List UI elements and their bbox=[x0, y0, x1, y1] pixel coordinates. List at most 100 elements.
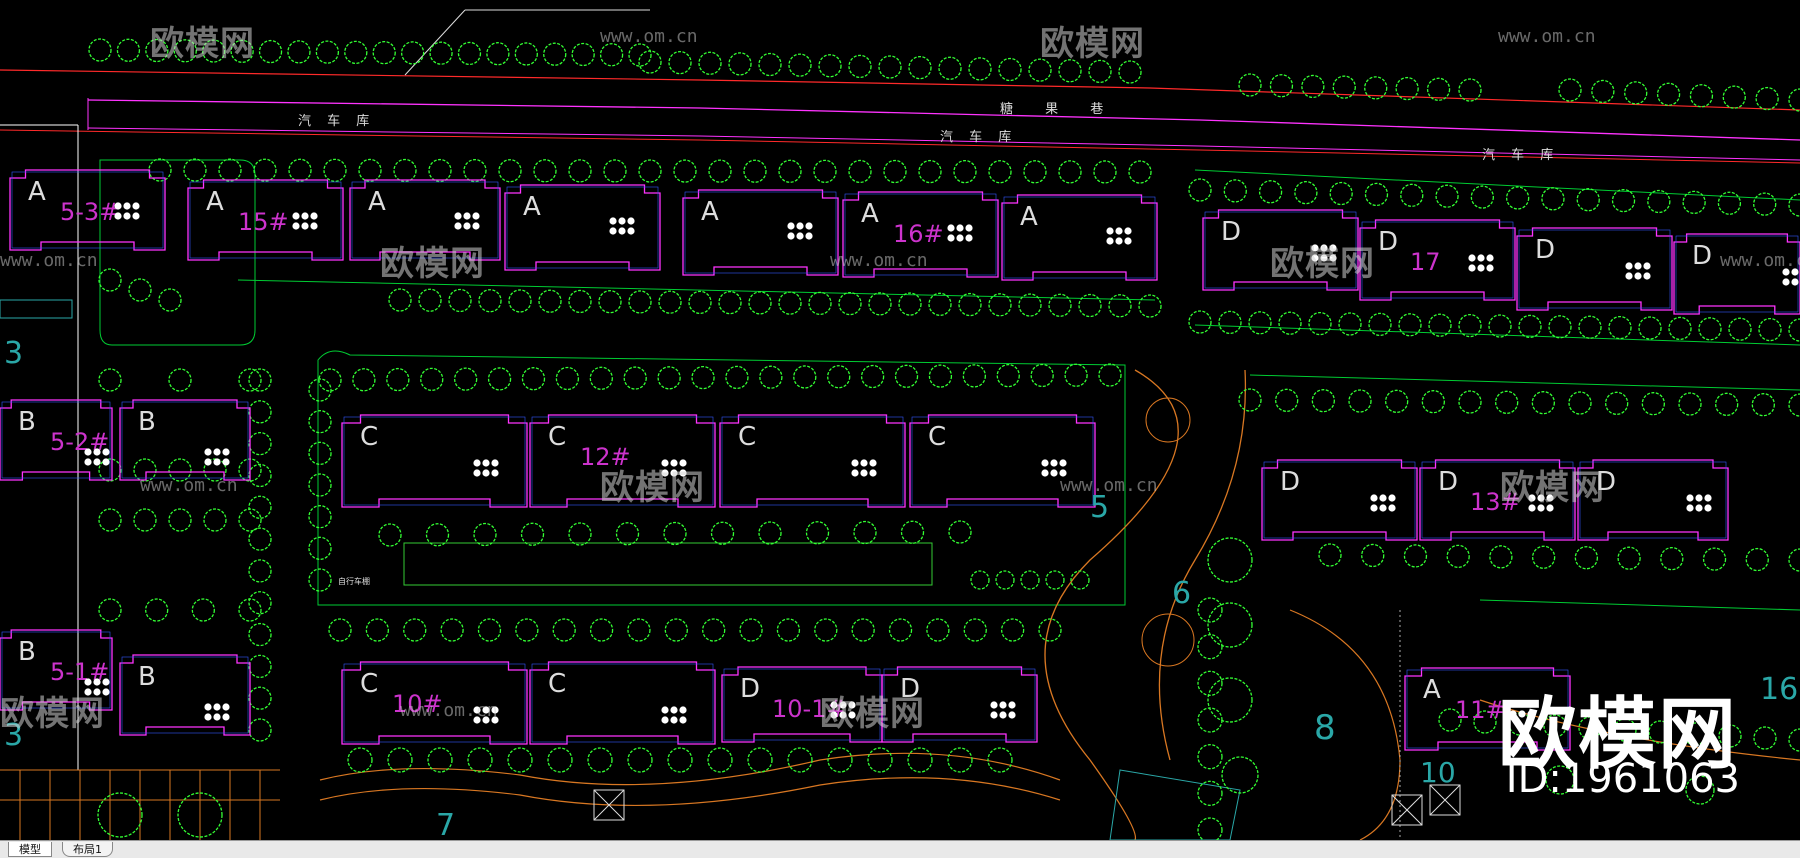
tree-symbol bbox=[1138, 294, 1162, 318]
zone-number: 6 bbox=[1172, 576, 1192, 611]
building-inner-outline bbox=[343, 663, 526, 743]
tree-symbol bbox=[1318, 543, 1342, 567]
tab-layout-1[interactable]: 布局1 bbox=[62, 842, 113, 857]
tab-model[interactable]: 模型 bbox=[8, 842, 52, 857]
tree-symbol bbox=[657, 366, 681, 390]
stair-core-dot bbox=[839, 701, 847, 709]
stair-core-dot bbox=[670, 706, 678, 714]
tree-symbol bbox=[1426, 77, 1451, 101]
building-unit-label: 11# bbox=[1455, 696, 1506, 724]
tree-symbol bbox=[238, 368, 262, 392]
tree-symbol bbox=[907, 747, 933, 773]
stair-core-dot bbox=[84, 678, 92, 686]
tree-symbol bbox=[173, 39, 197, 63]
tree-symbol bbox=[1078, 293, 1102, 318]
building-footprint bbox=[1673, 233, 1800, 315]
building-type-label: D bbox=[1378, 227, 1398, 257]
stair-core-dot bbox=[123, 202, 131, 210]
tree-symbol bbox=[238, 508, 262, 532]
stair-core-dot bbox=[1695, 494, 1703, 502]
stair-core-dot bbox=[661, 469, 669, 477]
stair-core-dot bbox=[670, 459, 678, 467]
tree-symbol bbox=[953, 159, 977, 184]
stair-core-dot bbox=[472, 212, 480, 220]
tree-symbol bbox=[808, 291, 832, 316]
tree-symbol bbox=[218, 158, 242, 182]
tree-symbol bbox=[1647, 189, 1671, 214]
stair-core-dot bbox=[1059, 459, 1067, 467]
building-type-label: C bbox=[360, 422, 378, 452]
tree-symbol bbox=[814, 618, 838, 642]
tree-symbol bbox=[1758, 317, 1782, 342]
tree-symbol bbox=[568, 522, 592, 546]
tree-symbol bbox=[344, 40, 368, 65]
stair-core-dot bbox=[93, 688, 101, 696]
stair-core-dot bbox=[1527, 700, 1535, 708]
building-type-label: D bbox=[1280, 467, 1300, 497]
tree-symbol bbox=[1446, 544, 1470, 569]
tree-symbol bbox=[543, 42, 567, 66]
building-footprint bbox=[0, 629, 113, 711]
stair-core-dot bbox=[670, 716, 678, 724]
tree-symbol bbox=[1611, 188, 1636, 213]
tree-symbol bbox=[947, 747, 973, 773]
building-footprint bbox=[1419, 459, 1576, 541]
stair-core-dot bbox=[1509, 700, 1517, 708]
tree-symbol bbox=[1728, 317, 1752, 341]
building-inner-outline bbox=[1263, 461, 1416, 539]
tree-symbol bbox=[1638, 316, 1662, 340]
tree-symbol bbox=[1197, 634, 1223, 660]
tree-symbol bbox=[1348, 389, 1372, 413]
building-footprint bbox=[719, 414, 906, 508]
building-footprint bbox=[349, 179, 501, 261]
tree-symbol bbox=[177, 792, 223, 838]
tree-symbol bbox=[1458, 390, 1482, 414]
stair-core-dot bbox=[627, 217, 635, 225]
tree-symbol bbox=[1518, 314, 1542, 339]
tree-symbol bbox=[1207, 537, 1253, 583]
tree-symbol bbox=[1188, 178, 1212, 202]
stair-core-dot bbox=[1059, 469, 1067, 477]
tree-symbol bbox=[1207, 602, 1253, 648]
tree-symbol bbox=[1722, 85, 1746, 109]
stair-core-dot bbox=[114, 202, 122, 210]
tree-symbol bbox=[1558, 78, 1582, 102]
building-inner-outline bbox=[1, 631, 111, 709]
stair-core-dot bbox=[860, 459, 868, 467]
building-inner-outline bbox=[121, 401, 249, 479]
tree-symbol bbox=[1545, 765, 1575, 795]
stair-core-dot bbox=[1115, 227, 1123, 235]
tree-symbol bbox=[788, 53, 812, 77]
tree-symbol bbox=[568, 289, 592, 314]
watermark-url: www.om.cn bbox=[0, 250, 98, 271]
tree-symbol bbox=[658, 290, 682, 314]
tree-symbol bbox=[739, 618, 763, 642]
building-type-label: A bbox=[1423, 675, 1441, 705]
stair-core-dot bbox=[1643, 262, 1651, 270]
tree-symbol bbox=[1294, 180, 1318, 205]
building-footprint bbox=[842, 191, 999, 278]
stair-core-dot bbox=[473, 716, 481, 724]
tree-symbol bbox=[168, 368, 192, 392]
tree-symbol bbox=[1218, 310, 1242, 335]
stair-core-dot bbox=[84, 458, 92, 466]
tree-symbol bbox=[88, 38, 112, 62]
stair-core-dot bbox=[93, 448, 101, 456]
stair-core-dot bbox=[965, 224, 973, 232]
stair-core-dot bbox=[1537, 494, 1545, 502]
tree-symbol bbox=[248, 463, 272, 488]
building-footprint bbox=[881, 666, 1038, 743]
stair-core-dot bbox=[787, 222, 795, 230]
tree-symbol bbox=[145, 598, 169, 622]
tree-symbol bbox=[1188, 310, 1212, 334]
road-lines bbox=[0, 9, 1800, 840]
stair-core-dot bbox=[1468, 254, 1476, 262]
tree-symbol bbox=[1473, 710, 1497, 734]
tree-symbol bbox=[968, 57, 992, 81]
tree-symbol bbox=[487, 367, 512, 391]
tree-symbol bbox=[388, 288, 412, 312]
building-type-label: D bbox=[1692, 241, 1712, 271]
tree-symbol bbox=[515, 618, 539, 642]
